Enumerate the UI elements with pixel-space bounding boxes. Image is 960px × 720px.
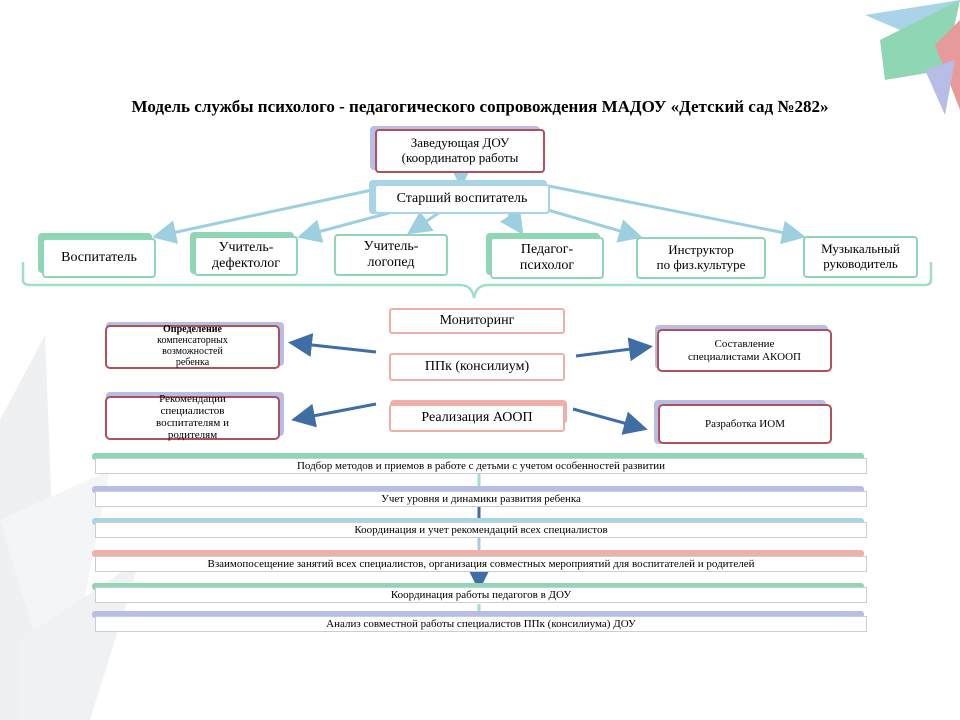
compensatory-line: ребенка [175, 356, 210, 368]
specialist-defectologist: Учитель- дефектолог [194, 236, 298, 276]
recommendations-box: Рекомендации специалистов воспитателям и… [105, 393, 280, 441]
specialist-label: логопед [367, 255, 415, 270]
ppk-box: ППк (консилиум) [389, 353, 565, 381]
realization-box: Реализация АООП [389, 404, 565, 432]
bar-coordination-recommendations: Координация и учет рекомендаций всех спе… [95, 522, 867, 538]
akoop-box: Составление специалистами АКООП [657, 329, 832, 372]
bar-methods: Подбор методов и приемов в работе с деть… [95, 458, 867, 474]
ppk-label: ППк (консилиум) [424, 358, 530, 374]
specialist-label: Воспитатель [61, 249, 137, 265]
specialist-label: Учитель- [218, 239, 274, 255]
head-box: Заведующая ДОУ (координатор работы [375, 129, 545, 173]
specialist-educator: Воспитатель [42, 238, 156, 278]
realization-label: Реализация АООП [421, 409, 533, 425]
senior-box: Старший воспитатель [374, 184, 550, 214]
specialist-speech-therapist: Учитель- логопед [334, 234, 448, 276]
iom-box: Разработка ИОМ [658, 404, 832, 444]
specialist-label: Музыкальный [821, 241, 900, 257]
head-line2: (координатор работы [401, 150, 519, 165]
recommendations-line: воспитателям и [156, 417, 229, 429]
page-title: Модель службы психолого - педагогическог… [131, 97, 829, 116]
compensatory-line: возможностей [162, 346, 223, 357]
compensatory-line: компенсаторных [157, 335, 228, 347]
specialist-label: психолог [519, 258, 575, 273]
recommendations-line: специалистов [160, 405, 225, 418]
specialist-psychologist: Педагог- психолог [490, 237, 604, 279]
specialist-label: Учитель- [363, 238, 419, 254]
specialist-label: руководитель [823, 256, 898, 271]
specialist-label: дефектолог [212, 256, 280, 271]
bar-teacher-coordination: Координация работы педагогов в ДОУ [95, 587, 867, 603]
compensatory-box: Определение компенсаторных возможностей … [105, 325, 280, 369]
specialist-pe-instructor: Инструктор по физ.культуре [636, 237, 766, 279]
akoop-line: специалистами АКООП [688, 350, 801, 363]
monitoring-label: Мониторинг [439, 312, 515, 328]
iom-label: Разработка ИОМ [705, 417, 785, 430]
recommendations-line: Рекомендации [159, 393, 226, 406]
senior-label: Старший воспитатель [396, 190, 528, 206]
specialist-music-director: Музыкальный руководитель [803, 236, 918, 278]
compensatory-line: Определение [163, 324, 222, 336]
bar-development-tracking: Учет уровня и динамики развития ребенка [95, 491, 867, 507]
head-line1: Заведующая ДОУ [410, 135, 510, 151]
bar-analysis: Анализ совместной работы специалистов ПП… [95, 616, 867, 632]
specialist-label: Педагог- [520, 241, 574, 257]
specialist-label: по физ.культуре [656, 257, 746, 272]
bar-mutual-visits: Взаимопосещение занятий всех специалисто… [95, 556, 867, 572]
specialist-label: Инструктор [668, 242, 734, 258]
monitoring-box: Мониторинг [389, 308, 565, 334]
akoop-line: Составление [714, 337, 775, 350]
recommendations-line: родителям [167, 428, 218, 441]
